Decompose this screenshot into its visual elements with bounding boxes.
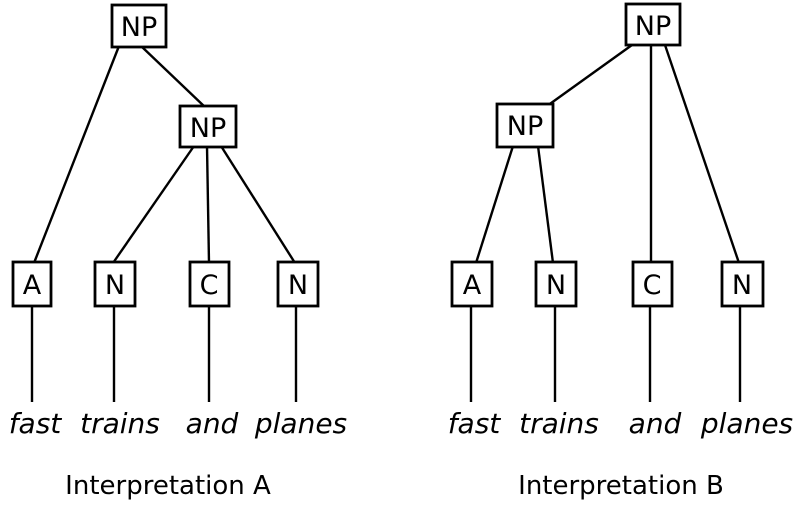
tree-b-edge-root-to-inner-np bbox=[546, 44, 633, 107]
tree-a-caption: Interpretation A bbox=[65, 471, 271, 501]
tree-a-conj-box bbox=[188, 260, 231, 308]
tree-a-word-fast: fast bbox=[9, 407, 63, 440]
tree-b: NP NP A N C N fast trains and planes Int… bbox=[448, 2, 793, 501]
tree-a-edge-root-to-adj bbox=[32, 45, 121, 264]
tree-b-word-fast: fast bbox=[448, 407, 502, 440]
tree-b-word-planes: planes bbox=[700, 407, 793, 440]
tree-a-inner-np-label: NP bbox=[190, 113, 226, 144]
tree-b-edge-root-to-noun2 bbox=[663, 44, 741, 264]
tree-a-edge-inner-to-conj bbox=[205, 145, 211, 264]
tree-a-adj-box bbox=[11, 260, 53, 308]
tree-b-word-trains: trains bbox=[519, 407, 599, 440]
tree-b-inner-np-box bbox=[495, 102, 555, 149]
tree-b-noun2-box bbox=[720, 260, 765, 308]
tree-a-conj-label: C bbox=[200, 270, 219, 301]
tree-a-noun1-box bbox=[93, 260, 137, 308]
tree-a-root-np-box bbox=[110, 3, 168, 49]
tree-a-noun1-label: N bbox=[105, 270, 125, 301]
tree-b-conj-box bbox=[631, 260, 674, 308]
tree-a: NP NP A N C N fast trains and planes Int… bbox=[9, 3, 347, 501]
tree-a-noun2-box bbox=[276, 260, 320, 308]
tree-b-root-np-box bbox=[624, 2, 682, 47]
tree-a-noun2-label: N bbox=[288, 270, 308, 301]
tree-b-noun2-label: N bbox=[732, 270, 752, 301]
tree-b-edge-inner-to-adj bbox=[474, 145, 515, 264]
tree-b-noun1-box bbox=[534, 260, 578, 308]
tree-a-inner-np-box bbox=[178, 104, 238, 149]
tree-b-conj-label: C bbox=[643, 270, 662, 301]
tree-a-adj-label: A bbox=[23, 270, 42, 301]
tree-a-word-and: and bbox=[186, 407, 239, 440]
tree-a-word-planes: planes bbox=[254, 407, 347, 440]
tree-b-root-np-label: NP bbox=[635, 11, 671, 42]
tree-a-word-trains: trains bbox=[80, 407, 160, 440]
tree-b-edge-inner-to-noun1 bbox=[536, 145, 555, 264]
tree-b-word-and: and bbox=[629, 407, 682, 440]
tree-b-inner-np-label: NP bbox=[507, 111, 543, 142]
tree-b-adj-box bbox=[450, 260, 494, 308]
tree-b-caption: Interpretation B bbox=[518, 471, 724, 501]
tree-b-adj-label: A bbox=[463, 270, 482, 301]
tree-a-edge-inner-to-noun1 bbox=[112, 145, 195, 264]
tree-b-noun1-label: N bbox=[546, 270, 566, 301]
tree-a-root-np-label: NP bbox=[121, 12, 157, 43]
tree-a-edge-root-to-inner-np bbox=[140, 45, 207, 109]
tree-a-edge-inner-to-noun2 bbox=[219, 145, 297, 264]
